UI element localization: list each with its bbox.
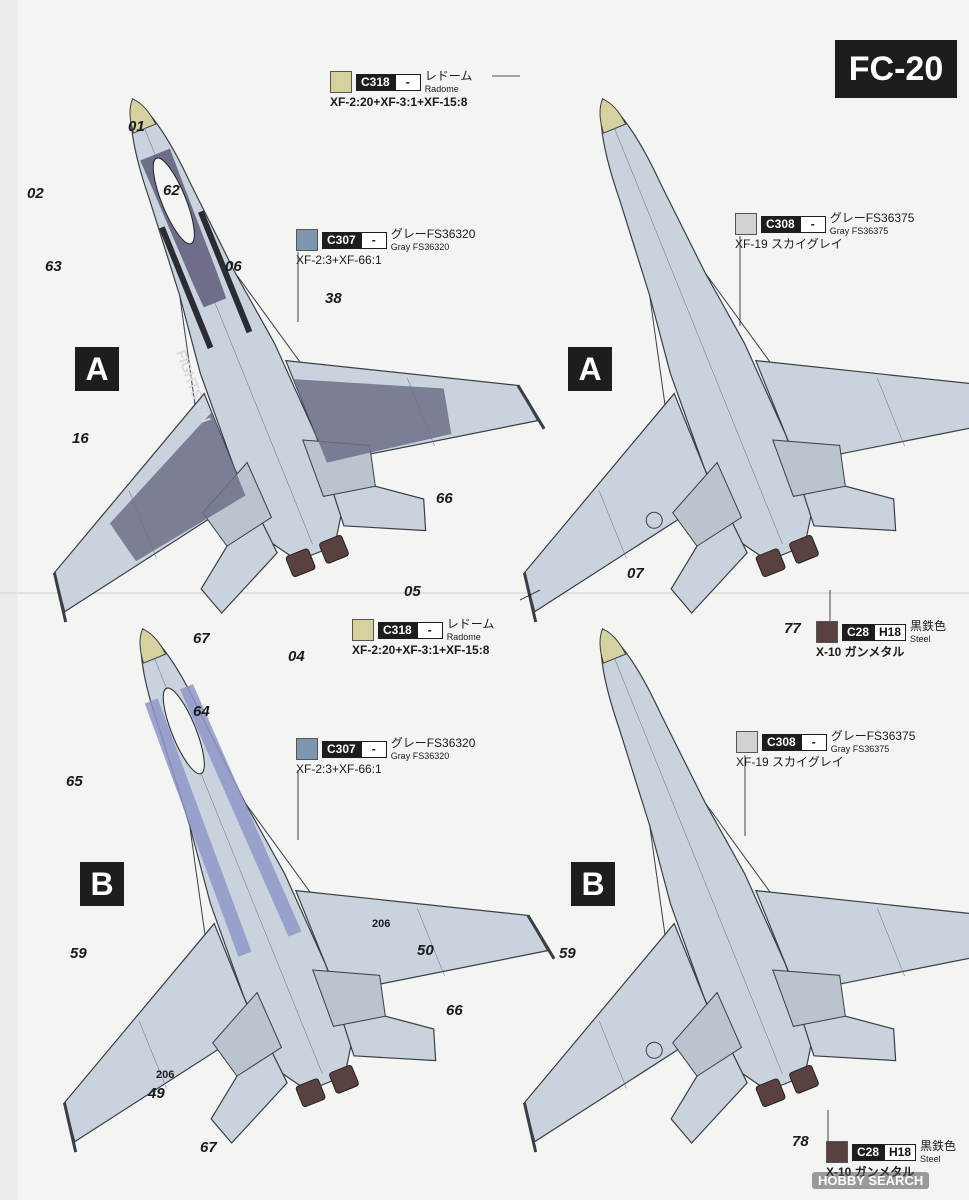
color-name-jp: グレーFS36375	[830, 729, 916, 743]
h-code: -	[799, 215, 826, 233]
decal-number: 16	[72, 430, 89, 447]
swatch-steel	[826, 1141, 848, 1163]
color-name-en: Gray FS36375	[829, 226, 889, 236]
swatch-gray320	[296, 738, 318, 760]
decal-number: 65	[66, 773, 83, 790]
swatch-radome	[352, 619, 374, 641]
watermark: HOBBY SEARCH	[812, 1172, 930, 1189]
decal-number: 02	[27, 185, 44, 202]
decal-number: 59	[559, 945, 576, 962]
h-code: H18	[884, 1143, 917, 1161]
sheet-code: FC-20	[835, 40, 957, 98]
callout-gray320-bot: C307 - グレーFS36320 Gray FS36320 XF-2:3+XF…	[296, 737, 475, 776]
color-name-en: Steel	[920, 1154, 941, 1164]
h-code: H18	[874, 623, 907, 641]
decal-number: 06	[225, 258, 242, 275]
callout-gray375-top: C308 - グレーFS36375 Gray FS36375 XF-19 スカイ…	[735, 212, 914, 251]
color-code: C307	[322, 740, 361, 758]
panel-a-right: A	[568, 347, 612, 391]
decal-number: 78	[792, 1133, 809, 1150]
page-fold	[0, 592, 969, 594]
callout-gray320-top: C307 - グレーFS36320 Gray FS36320 XF-2:3+XF…	[296, 228, 475, 267]
color-name-en: Steel	[910, 634, 931, 644]
color-code: C318	[356, 73, 395, 91]
color-code: C28	[852, 1143, 885, 1161]
color-name-en: Gray FS36375	[830, 744, 890, 754]
decal-number: 62	[163, 182, 180, 199]
decal-number: 66	[436, 490, 453, 507]
color-code: C307	[322, 231, 361, 249]
panel-b-right: B	[571, 862, 615, 906]
color-name-en: Radome	[424, 84, 459, 94]
color-code: C318	[378, 621, 417, 639]
swatch-steel	[816, 621, 838, 643]
swatch-radome	[330, 71, 352, 93]
callout-steel-top: C28 H18 黒鉄色 Steel X-10 ガンメタル	[816, 620, 946, 659]
decal-number: 38	[325, 290, 342, 307]
panel-b-left: B	[80, 862, 124, 906]
mix-formula: XF-19 スカイグレイ	[735, 237, 843, 251]
decal-number: 01	[128, 118, 145, 135]
callout-radome-top: C318 - レドーム Radome XF-2:20+XF-3:1+XF-15:…	[330, 70, 472, 109]
modex-b: 206	[156, 1069, 174, 1081]
decal-number: 05	[404, 583, 421, 600]
color-name-jp: グレーFS36320	[390, 736, 476, 750]
h-code: -	[394, 73, 421, 91]
color-name-jp: 黒鉄色	[920, 1139, 957, 1153]
mix-formula: X-10 ガンメタル	[816, 645, 905, 659]
color-code: C308	[762, 733, 801, 751]
color-name-jp: グレーFS36320	[390, 227, 476, 241]
mix-formula: XF-2:20+XF-3:1+XF-15:8	[352, 643, 490, 657]
h-code: -	[360, 231, 387, 249]
callout-gray375-bot: C308 - グレーFS36375 Gray FS36375 XF-19 スカイ…	[736, 730, 915, 769]
color-name-jp: レドーム	[446, 617, 495, 631]
decal-number: 50	[417, 942, 434, 959]
mix-formula: XF-19 スカイグレイ	[736, 755, 844, 769]
page-edge	[0, 0, 18, 1200]
color-name-jp: グレーFS36375	[829, 211, 915, 225]
mix-formula: XF-2:3+XF-66:1	[296, 253, 382, 267]
color-name-jp: レドーム	[424, 69, 473, 83]
color-code: C308	[761, 215, 800, 233]
color-name-jp: 黒鉄色	[910, 619, 947, 633]
decal-number: 49	[148, 1085, 165, 1102]
decal-number: 66	[446, 1002, 463, 1019]
color-name-en: Gray FS36320	[390, 242, 450, 252]
modex-a: 206	[372, 918, 390, 930]
mix-formula: XF-2:3+XF-66:1	[296, 762, 382, 776]
decal-number: 59	[70, 945, 87, 962]
panel-a-left: A	[75, 347, 119, 391]
decal-number: 04	[288, 648, 305, 665]
h-code: -	[416, 621, 443, 639]
color-name-en: Radome	[446, 632, 481, 642]
color-code: C28	[842, 623, 875, 641]
decal-number: 63	[45, 258, 62, 275]
h-code: -	[800, 733, 827, 751]
decal-number: 67	[193, 630, 210, 647]
callout-radome-mid: C318 - レドーム Radome XF-2:20+XF-3:1+XF-15:…	[352, 618, 494, 657]
color-name-en: Gray FS36320	[390, 751, 450, 761]
swatch-gray375	[736, 731, 758, 753]
swatch-gray320	[296, 229, 318, 251]
decal-number: 77	[784, 620, 801, 637]
mix-formula: XF-2:20+XF-3:1+XF-15:8	[330, 95, 468, 109]
swatch-gray375	[735, 213, 757, 235]
h-code: -	[360, 740, 387, 758]
decal-number: 67	[200, 1139, 217, 1156]
decal-number: 07	[627, 565, 644, 582]
decal-number: 64	[193, 703, 210, 720]
